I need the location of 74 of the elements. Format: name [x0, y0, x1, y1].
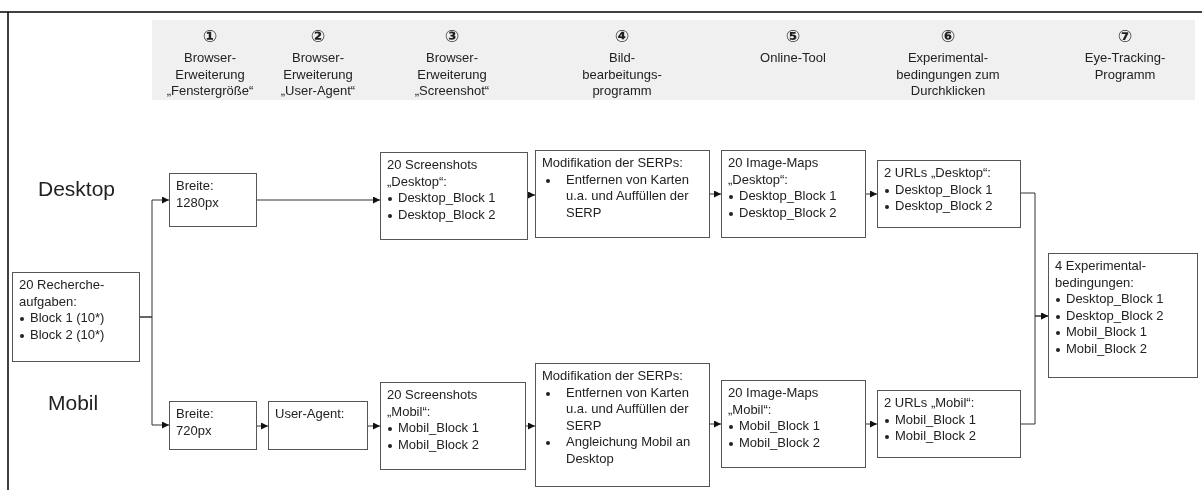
bullet-item: Block 1 (10*) [30, 310, 105, 325]
step-number: ① [201, 28, 219, 45]
process-box [877, 390, 1021, 458]
bullet-item: Entfernen von Karten u.a. und Auffüllen der SERP [566, 171, 689, 220]
bullet-item: Mobil_Block 1 [739, 418, 820, 433]
bullet-item: Desktop_Block 1 [739, 188, 837, 203]
process-box [169, 401, 257, 450]
box-heading: Breite: 1280px [176, 178, 220, 211]
box-heading: 20 Image-Maps „Desktop“: [728, 155, 820, 188]
bullet-item: Angleichung Mobil an Desktop [566, 434, 691, 466]
process-box [380, 382, 526, 470]
arrow [709, 420, 722, 428]
bullet-item: Desktop_Block 1 [398, 190, 496, 205]
box-heading: 20 Screenshots „Mobil“: [387, 387, 479, 420]
process-box [1048, 253, 1198, 378]
bullet-item: Mobil_Block 2 [739, 434, 820, 450]
process-box [268, 401, 368, 450]
arrow [256, 422, 269, 430]
box-heading: 2 URLs „Mobil“: [884, 395, 976, 412]
arrow [525, 422, 536, 430]
arrow [367, 422, 381, 430]
bullet-item: Desktop_Block 2 [1066, 307, 1164, 323]
row-label: Desktop [38, 181, 116, 198]
arrow [865, 190, 878, 198]
bullet-item: Mobil_Block 2 [895, 428, 976, 443]
column-header: Eye-Tracking- Programm [1083, 50, 1167, 83]
box-heading: Breite: 720px [176, 406, 215, 439]
process-box [169, 173, 257, 227]
bullet-item: Desktop_Block 1 [1066, 291, 1164, 306]
arrow [709, 190, 722, 198]
column-header: Experimental- bedingungen zum Durchklicken [895, 50, 1001, 100]
row-label: Mobil [48, 395, 99, 412]
bullet-item: Desktop_Block 2 [739, 204, 837, 220]
process-box [535, 150, 710, 238]
bullet-item: Entfernen von Karten u.a. und Auffüllen der SERP [566, 384, 689, 433]
step-number: ⑤ [784, 28, 802, 45]
step-number: ④ [613, 28, 631, 45]
column-header: Browser- Erweiterung „User-Agent“ [279, 50, 357, 100]
arrow [139, 316, 170, 429]
step-number: ② [309, 28, 327, 45]
process-box [380, 152, 528, 240]
column-header: Browser- Erweiterung „Fenstergröße“ [165, 50, 255, 100]
arrow [865, 420, 878, 428]
box-heading: 4 Experimental- bedingungen: [1055, 258, 1148, 291]
box-heading: Modifikation der SERPs: [542, 368, 684, 385]
box-heading: 2 URLs „Desktop“: [884, 165, 992, 182]
arrow [527, 191, 536, 199]
step-number: ⑥ [939, 28, 957, 45]
box-heading: 20 Recherche- aufgaben: [19, 277, 106, 310]
box-heading: User-Agent: [275, 406, 346, 423]
box-heading: Modifikation der SERPs: [542, 155, 684, 172]
box-heading: 20 Screenshots „Desktop“: [387, 157, 479, 190]
bullet-item: Mobil_Block 1 [895, 411, 976, 427]
bullet-item: Block 2 (10*) [30, 326, 105, 342]
process-box [12, 272, 140, 362]
box-heading: 20 Image-Maps „Mobil“: [728, 385, 820, 418]
bullet-item: Desktop_Block 1 [895, 181, 993, 197]
arrow [1020, 312, 1049, 425]
process-box [877, 160, 1021, 228]
arrow [256, 196, 381, 204]
column-header: Bild- bearbeitungs- programm [581, 50, 663, 100]
column-header: Online-Tool [759, 50, 827, 67]
process-box [535, 363, 710, 487]
bullet-item: Mobil_Block 1 [398, 420, 479, 435]
bullet-item: Desktop_Block 2 [895, 198, 993, 213]
process-box [721, 150, 866, 238]
bullet-item: Desktop_Block 2 [398, 206, 496, 222]
process-box [721, 380, 866, 468]
bullet-item: Mobil_Block 2 [1066, 340, 1147, 356]
bullet-item: Mobil_Block 1 [1066, 324, 1147, 339]
column-header: Browser- Erweiterung „Screenshot“ [413, 50, 491, 100]
step-number: ③ [443, 28, 461, 45]
step-number: ⑦ [1116, 28, 1134, 45]
bullet-item: Mobil_Block 2 [398, 436, 479, 452]
